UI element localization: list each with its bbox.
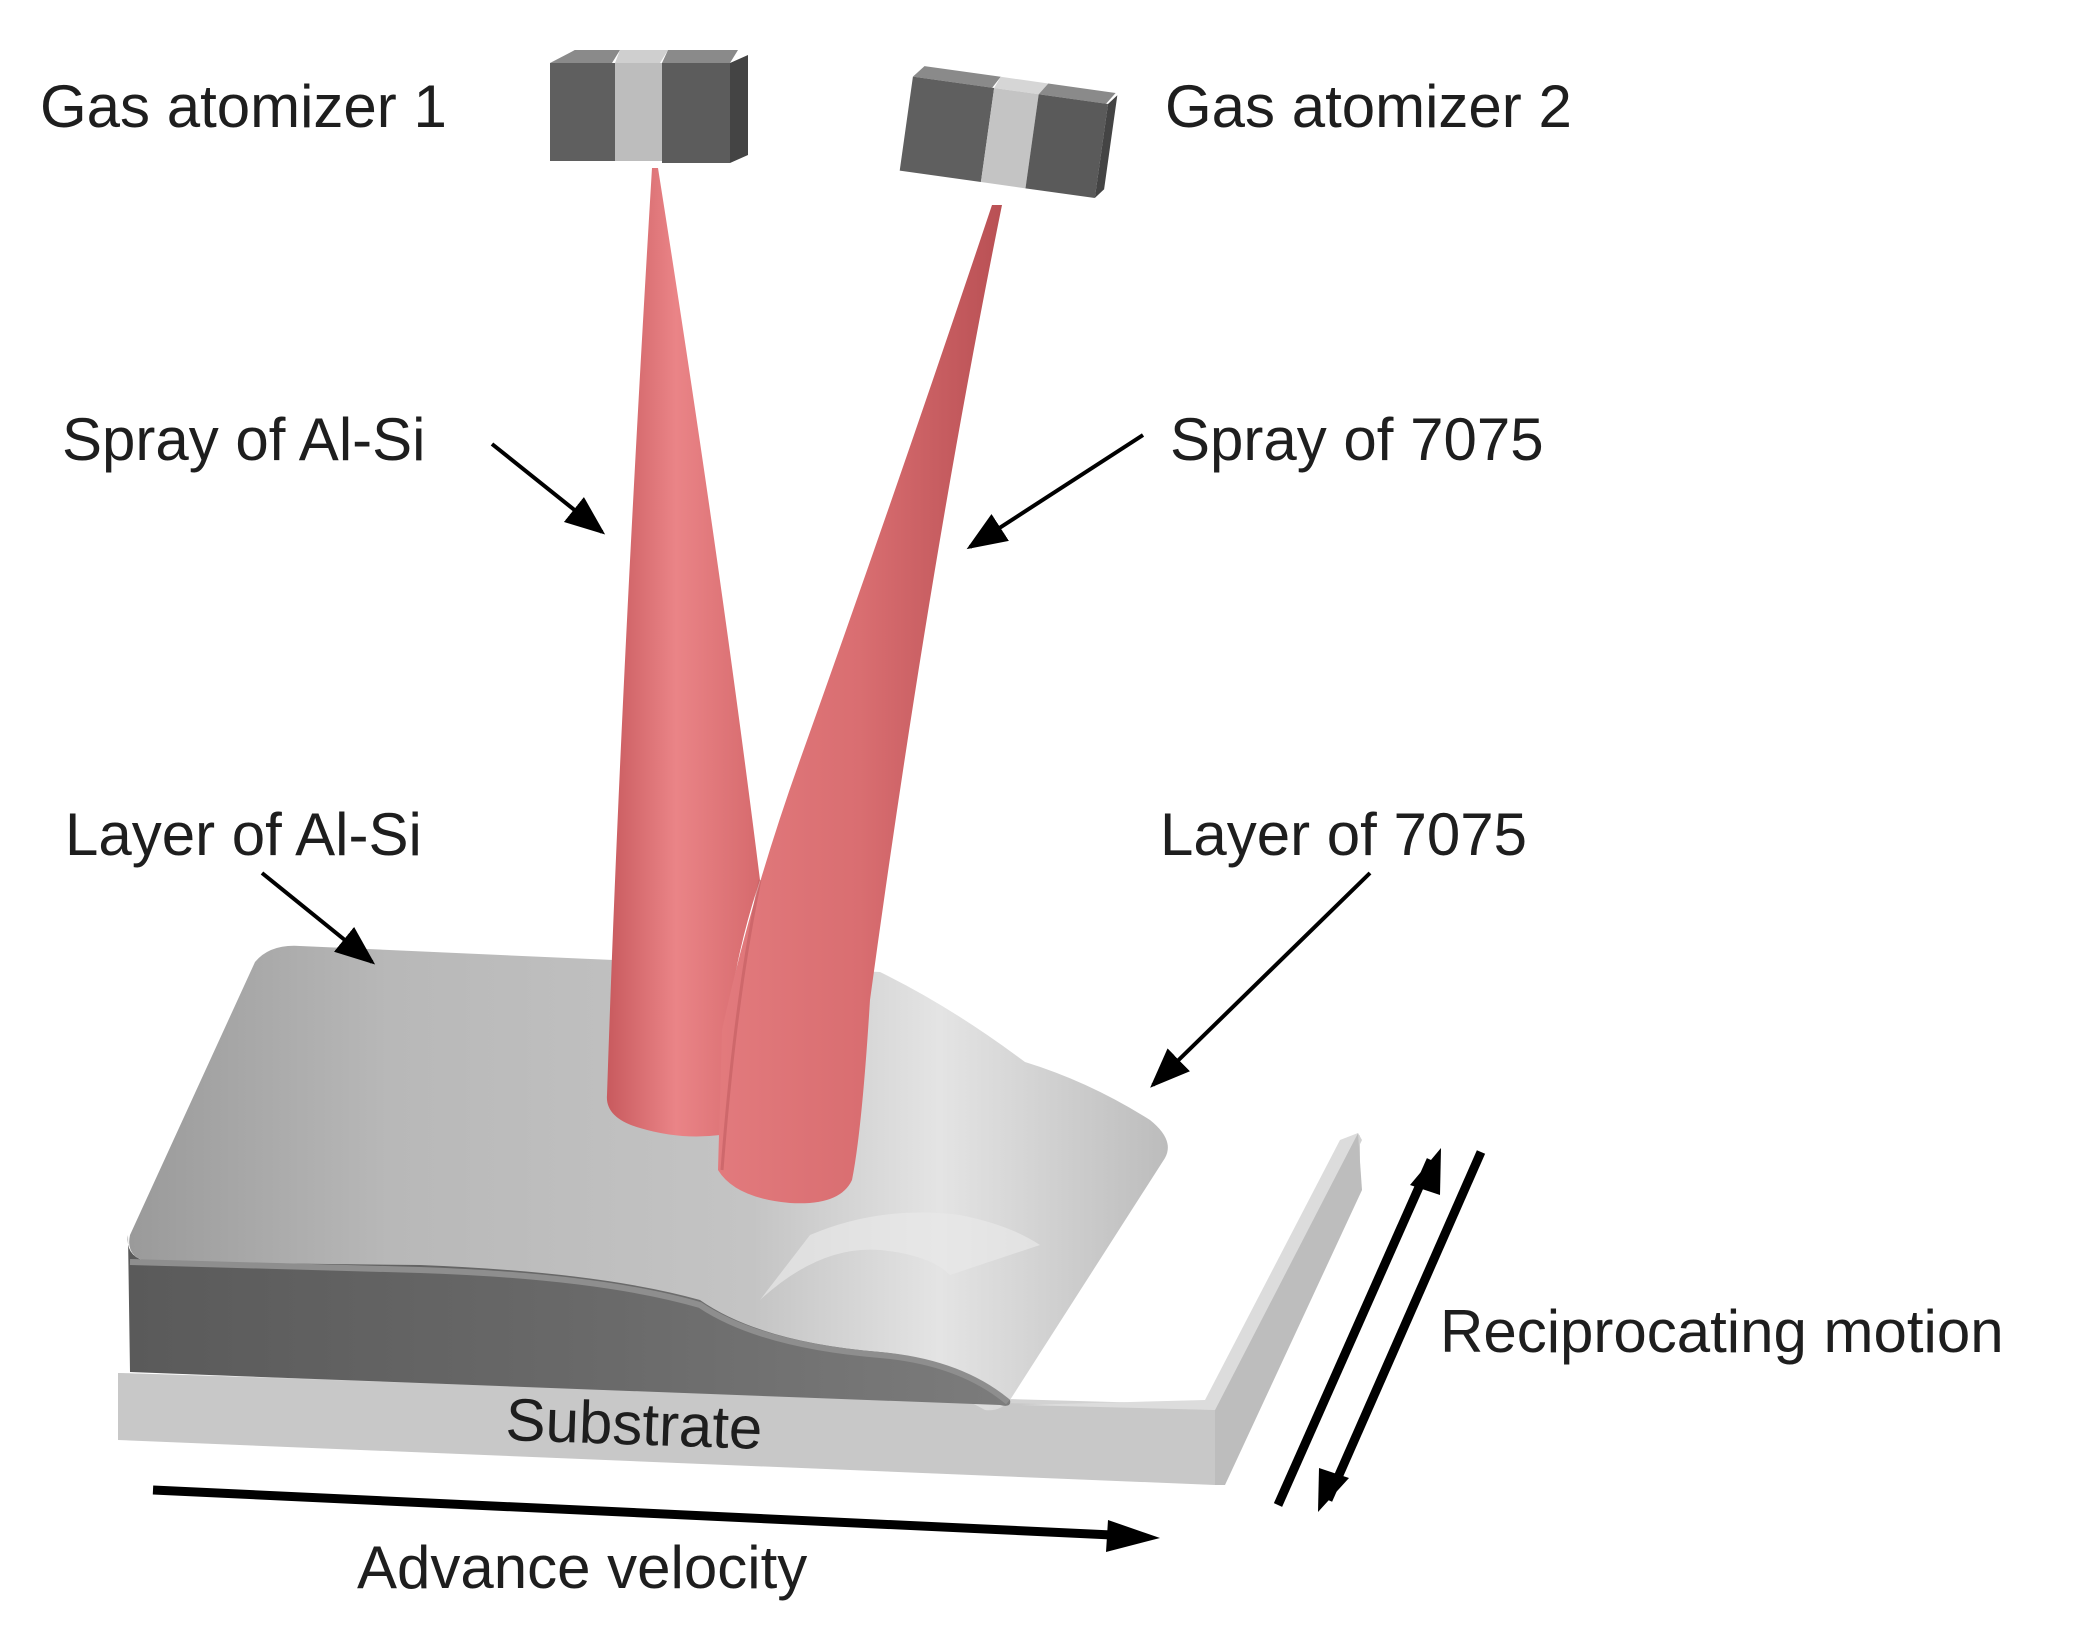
deposited-layers [127,945,1168,1411]
spray-seam [720,879,762,1171]
reciprocating-up-arrow [1273,1158,1436,1507]
label-gas-atomizer-1: Gas atomizer 1 [40,73,447,140]
label-reciprocating-motion: Reciprocating motion [1440,1298,2004,1365]
label-substrate: Substrate [505,1386,764,1462]
spray-alsi-cone [606,168,760,1137]
reciprocating-down-arrowhead [1318,1468,1349,1512]
substrate-side-face [1215,1133,1362,1485]
label-spray-alsi: Spray of Al-Si [62,406,426,473]
label-layer-alsi: Layer of Al-Si [65,801,422,868]
layer-alsi-arrow [260,871,376,965]
layer-front-face [127,1235,1011,1406]
label-layer-7075: Layer of 7075 [1160,801,1527,868]
reciprocating-motion-arrows [1273,1148,1486,1512]
gas-atomizer-2-icon [899,66,1118,199]
layer-7075-arrow [1150,871,1372,1088]
layer-front-edge [129,1259,1010,1405]
pointer-arrows [260,433,1372,1088]
sprays [606,168,1002,1204]
label-spray-7075: Spray of 7075 [1170,406,1544,473]
gas-atomizer-1-icon [550,50,748,163]
advance-velocity-arrowhead [1106,1520,1160,1552]
advance-velocity-arrow [152,1485,1160,1552]
label-advance-velocity: Advance velocity [357,1534,807,1601]
reciprocating-down-arrow [1323,1150,1486,1502]
spray-7075-arrow [966,433,1145,550]
layer-highlight [760,1212,1040,1300]
label-gas-atomizer-2: Gas atomizer 2 [1165,73,1572,140]
reciprocating-up-arrowhead [1410,1148,1441,1195]
spray-alsi-arrow [490,442,606,535]
spray-7075-cone [718,205,1002,1204]
